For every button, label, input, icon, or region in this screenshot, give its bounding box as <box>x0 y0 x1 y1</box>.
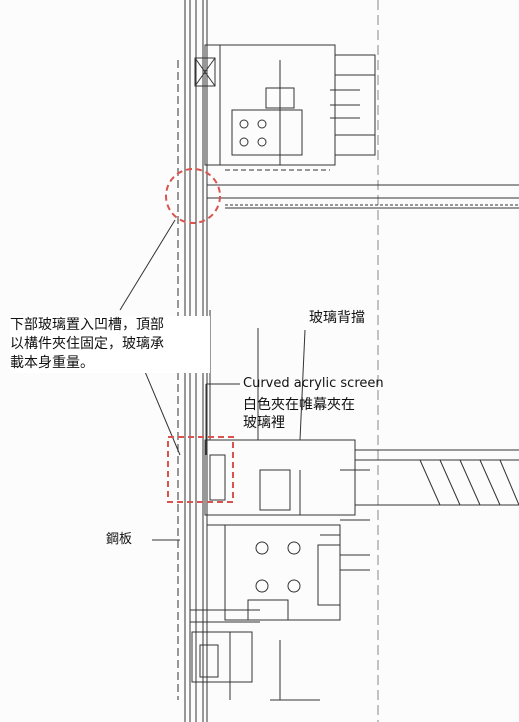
white-clamp-label: 白色夾在帷幕夾在 玻璃裡 <box>243 397 355 431</box>
lower-groove-highlight <box>167 436 234 503</box>
upper-clamp-highlight <box>165 168 221 224</box>
glass-backstop-label: 玻璃背擋 <box>309 310 365 326</box>
steel-plate-label: 鋼板 <box>106 532 133 547</box>
bottom-glass-note: 下部玻璃置入凹槽，頂部 以構件夾住固定，玻璃承 載本身重量。 <box>10 316 210 373</box>
curved-acrylic-screen-label: Curved acrylic screen <box>243 376 384 391</box>
